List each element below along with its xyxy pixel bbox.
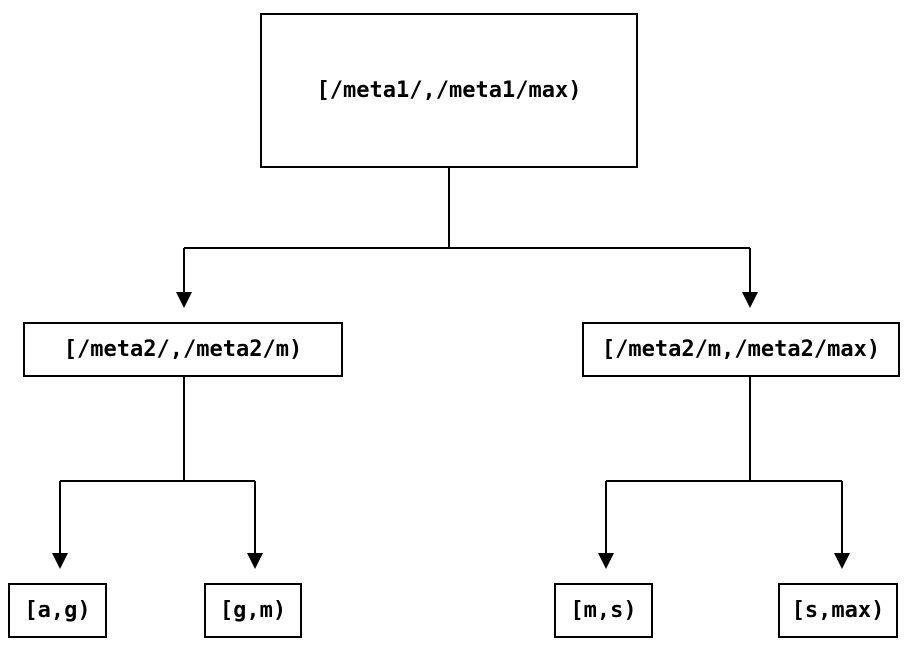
arrowhead-leaf-smax	[834, 553, 850, 569]
node-leaf-gm: [g,m)	[204, 583, 302, 638]
node-meta2-left-label: [/meta2/,/meta2/m)	[63, 337, 303, 362]
arrowhead-left-node	[176, 292, 192, 308]
node-leaf-ag: [a,g)	[8, 583, 107, 638]
node-leaf-ag-label: [a,g)	[24, 598, 91, 623]
node-leaf-smax: [s,max)	[778, 583, 898, 638]
node-leaf-smax-label: [s,max)	[791, 598, 885, 623]
arrowhead-leaf-gm	[247, 553, 263, 569]
node-leaf-ms-label: [m,s)	[570, 598, 637, 623]
arrowhead-right-node	[742, 292, 758, 308]
arrowhead-leaf-ms	[598, 553, 614, 569]
node-meta2-left: [/meta2/,/meta2/m)	[23, 322, 343, 377]
arrowhead-leaf-ag	[52, 553, 68, 569]
node-meta2-right-label: [/meta2/m,/meta2/max)	[601, 337, 881, 362]
node-meta2-right: [/meta2/m,/meta2/max)	[582, 322, 900, 377]
node-root-label: [/meta1/,/meta1/max)	[316, 78, 582, 103]
node-leaf-ms: [m,s)	[554, 583, 653, 638]
node-leaf-gm-label: [g,m)	[219, 598, 287, 623]
node-root: [/meta1/,/meta1/max)	[260, 13, 638, 168]
